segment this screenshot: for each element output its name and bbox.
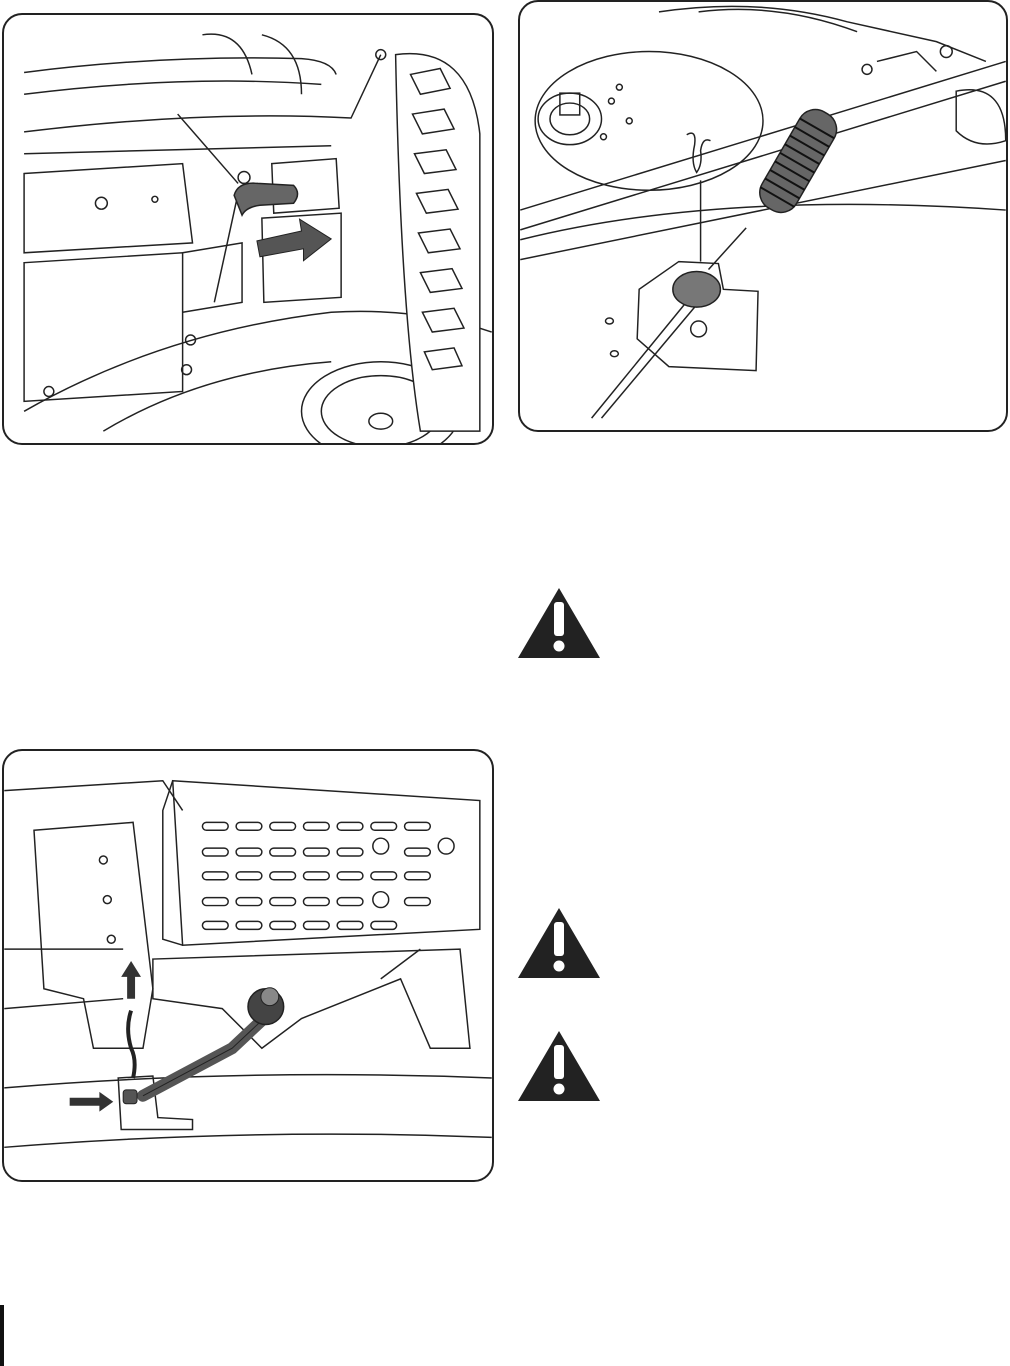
warning-triangle-icon <box>516 906 602 980</box>
warning-triangle-icon <box>516 1029 602 1103</box>
illustration-pto-cable <box>520 2 1006 430</box>
page-margin-bar <box>0 1305 4 1366</box>
figure-pto-cable-spring <box>518 0 1008 432</box>
figure-deck-hanger-removal <box>2 13 494 445</box>
warning-triangle-icon <box>516 586 602 660</box>
illustration-deck-hanger <box>4 15 492 443</box>
illustration-stabilizer-rod <box>4 751 492 1180</box>
figure-deck-stabilizer-rod <box>2 749 494 1182</box>
